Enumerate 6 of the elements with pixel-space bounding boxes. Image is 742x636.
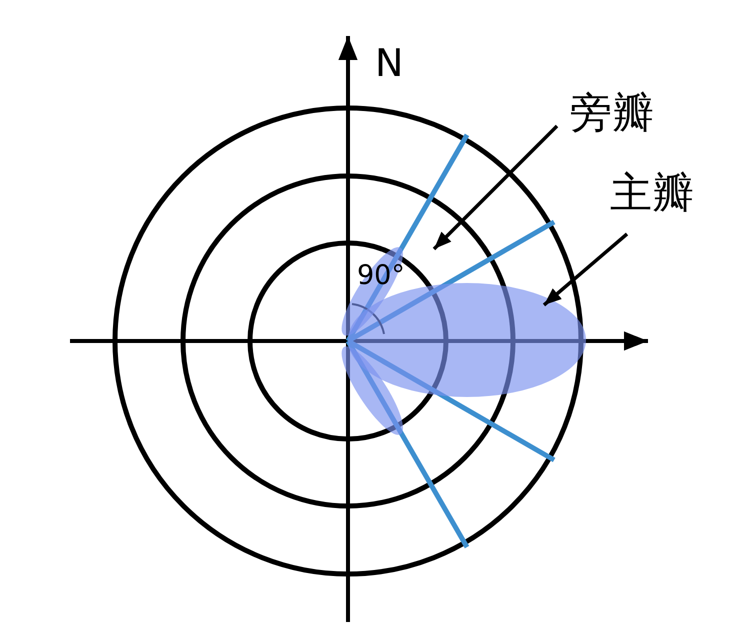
lobe-label: 主瓣 [610, 172, 694, 214]
leader-arrow [542, 232, 628, 306]
leader-arrow [432, 124, 558, 250]
north-label: N [375, 44, 404, 82]
angle-label: 90° [357, 262, 405, 289]
lobe-label: 旁瓣 [570, 92, 654, 134]
